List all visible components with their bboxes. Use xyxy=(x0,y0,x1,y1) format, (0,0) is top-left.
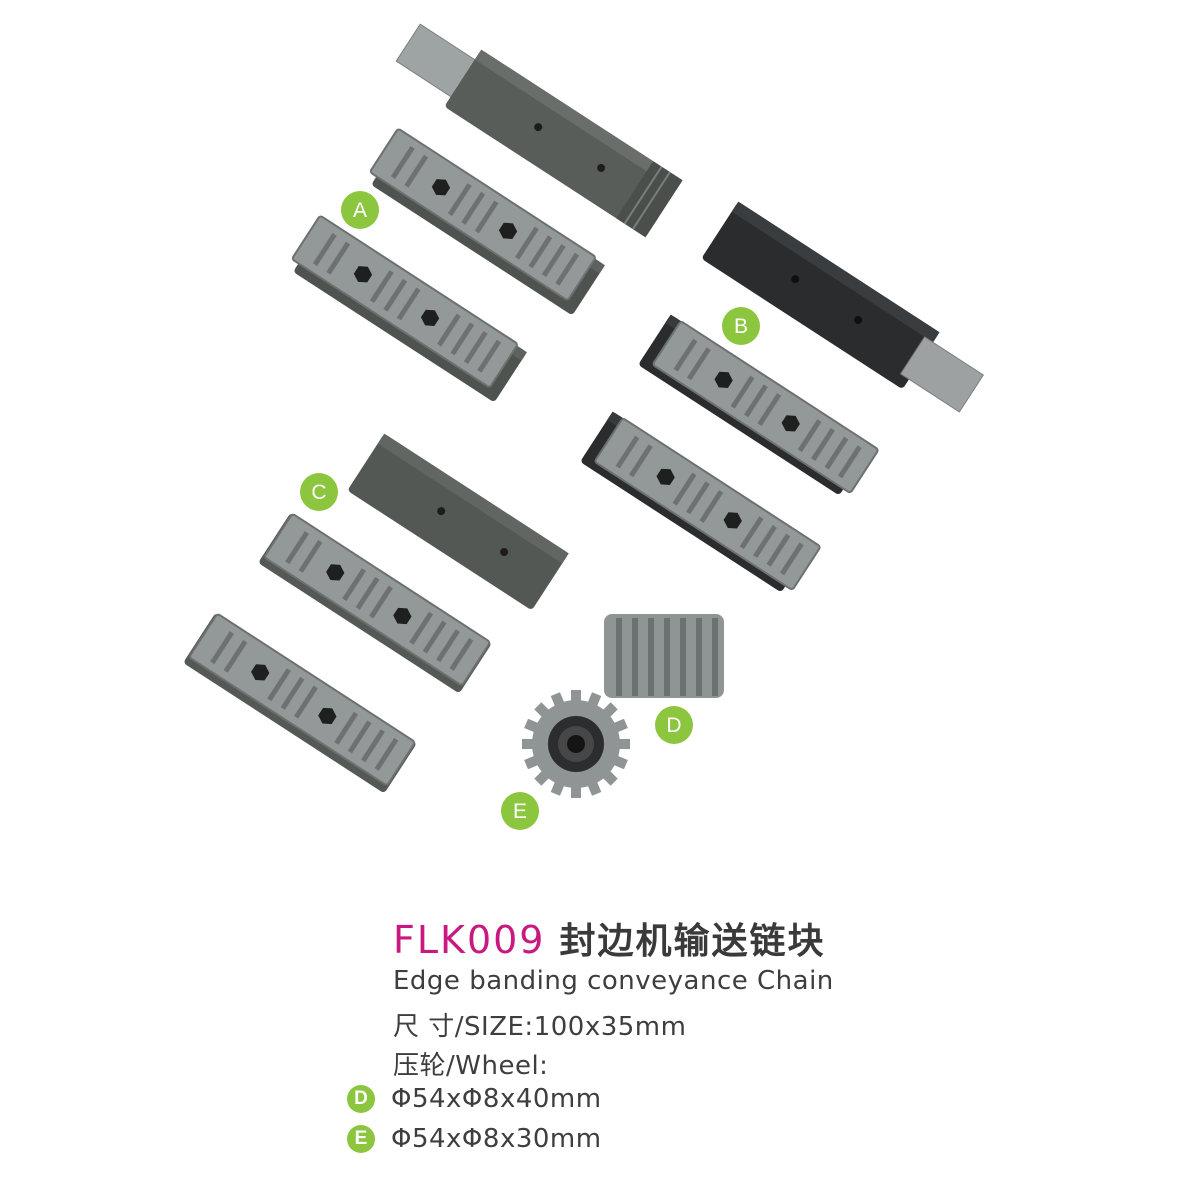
chain-block-b-underside xyxy=(702,201,985,413)
wheel-d xyxy=(604,614,724,698)
chain-block-c-1 xyxy=(259,512,492,692)
wheel-e-spec: E Φ54xΦ8x30mm xyxy=(347,1124,602,1154)
label-a-badge: A xyxy=(341,191,379,229)
label-b-badge: B xyxy=(722,307,760,345)
label-c-text: C xyxy=(311,481,326,504)
chain-block-c-2 xyxy=(184,612,417,792)
product-name-cn: 封边机输送链块 xyxy=(559,921,826,962)
model-number: FLK009 xyxy=(393,918,546,962)
product-name-en: Edge banding conveyance Chain xyxy=(393,966,834,996)
chain-block-c-underside xyxy=(348,433,569,609)
wheel-d-badge: D xyxy=(347,1085,375,1113)
product-title: FLK009 封边机输送链块 xyxy=(393,912,826,964)
label-d-badge: D xyxy=(655,706,693,744)
wheel-d-spec: D Φ54xΦ8x40mm xyxy=(347,1084,602,1114)
wheel-e xyxy=(522,690,630,798)
label-e-badge: E xyxy=(501,792,539,830)
wheel-d-size: Φ54xΦ8x40mm xyxy=(391,1084,602,1114)
label-c-badge: C xyxy=(300,473,338,511)
wheel-label: 压轮/Wheel: xyxy=(393,1051,549,1081)
label-a-text: A xyxy=(353,199,367,222)
wheel-e-size: Φ54xΦ8x30mm xyxy=(391,1124,602,1154)
label-e-text: E xyxy=(513,800,527,823)
size-spec: 尺 寸/SIZE:100x35mm xyxy=(393,1012,687,1042)
label-d-text: D xyxy=(666,714,681,737)
label-b-text: B xyxy=(734,315,748,338)
wheel-e-badge: E xyxy=(347,1125,375,1153)
chain-block-a-underside xyxy=(395,23,683,238)
